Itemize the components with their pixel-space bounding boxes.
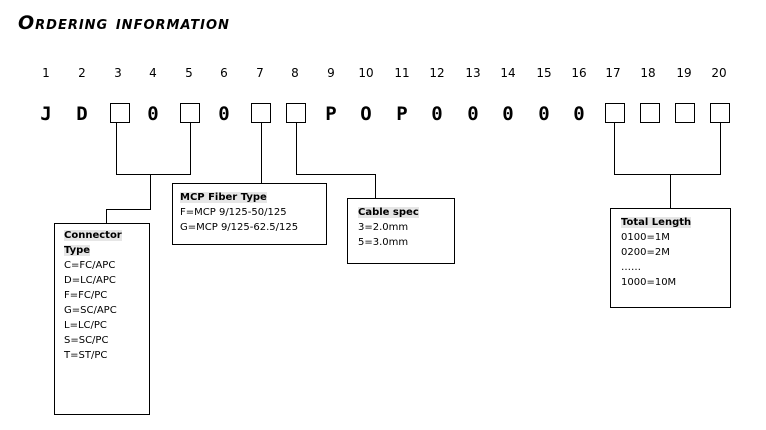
code-char: O [360, 103, 372, 125]
position-number: 5 [185, 66, 193, 80]
connector-option: G=SC/APC [64, 305, 117, 316]
connector-line [106, 209, 151, 210]
cable-option: 3=2.0mm [358, 222, 409, 233]
code-char: P [396, 103, 408, 125]
position-number: 13 [465, 66, 481, 80]
connector-slot [180, 103, 200, 123]
connector-type-header: Connector [64, 230, 122, 241]
code-char: J [40, 103, 52, 125]
cable-line [296, 122, 297, 174]
length-option: 0100=1M [621, 232, 670, 243]
position-number: 2 [78, 66, 86, 80]
position-number: 10 [358, 66, 374, 80]
cable-spec-box: Cable spec 3=2.0mm 5=3.0mm [347, 198, 455, 264]
connector-line [106, 209, 107, 223]
position-number: 6 [220, 66, 228, 80]
cable-line [375, 174, 376, 198]
connector-option: S=SC/PC [64, 335, 109, 346]
length-slot [640, 103, 660, 123]
connector-option: F=FC/PC [64, 290, 108, 301]
length-slot [675, 103, 695, 123]
position-number: 14 [500, 66, 516, 80]
position-number: 16 [571, 66, 587, 80]
code-char: 0 [538, 103, 550, 125]
position-number: 8 [291, 66, 299, 80]
length-option: 0200=2M [621, 247, 670, 258]
length-line [614, 122, 615, 174]
code-char: 0 [431, 103, 443, 125]
cable-option: 5=3.0mm [358, 237, 409, 248]
fiber-line [261, 122, 262, 183]
position-number: 17 [605, 66, 621, 80]
connector-option: L=LC/PC [64, 320, 107, 331]
total-length-header: Total Length [621, 217, 692, 228]
position-number: 3 [114, 66, 122, 80]
length-line [720, 122, 721, 174]
length-option: …… [621, 262, 641, 273]
position-number: 12 [429, 66, 445, 80]
position-number: 18 [640, 66, 656, 80]
cable-spec-slot [286, 103, 306, 123]
position-number: 19 [676, 66, 692, 80]
position-number: 1 [42, 66, 50, 80]
cable-line [296, 174, 376, 175]
connector-option: D=LC/APC [64, 275, 116, 286]
code-char: 0 [218, 103, 230, 125]
code-char: 0 [147, 103, 159, 125]
fiber-type-box: MCP Fiber Type F=MCP 9/125-50/125 G=MCP … [172, 183, 327, 245]
fiber-option: F=MCP 9/125-50/125 [180, 207, 287, 218]
cable-spec-header: Cable spec [358, 207, 419, 218]
connector-type-header: Type [64, 245, 91, 256]
position-number: 20 [711, 66, 727, 80]
position-number: 11 [394, 66, 410, 80]
section-title: Ordering information [18, 12, 230, 34]
connector-line [116, 174, 191, 175]
position-number: 15 [536, 66, 552, 80]
fiber-type-slot [251, 103, 271, 123]
code-char: 0 [573, 103, 585, 125]
position-number: 4 [149, 66, 157, 80]
code-char: D [76, 103, 88, 125]
connector-line [116, 122, 117, 174]
code-char: 0 [502, 103, 514, 125]
code-char: 0 [467, 103, 479, 125]
fiber-option: G=MCP 9/125-62.5/125 [180, 222, 299, 233]
position-number: 9 [327, 66, 335, 80]
connector-line [150, 174, 151, 209]
connector-slot [110, 103, 130, 123]
total-length-box: Total Length 0100=1M 0200=2M …… 1000=10M [610, 208, 731, 308]
length-slot [710, 103, 730, 123]
connector-type-box: Connector Type C=FC/APC D=LC/APC F=FC/PC… [54, 223, 150, 415]
length-slot [605, 103, 625, 123]
code-char: P [325, 103, 337, 125]
length-line [614, 174, 721, 175]
connector-option: C=FC/APC [64, 260, 116, 271]
length-option: 1000=10M [621, 277, 677, 288]
connector-option: T=ST/PC [64, 350, 108, 361]
connector-line [190, 122, 191, 174]
fiber-type-header: MCP Fiber Type [180, 192, 267, 203]
length-line [670, 174, 671, 208]
position-number: 7 [256, 66, 264, 80]
